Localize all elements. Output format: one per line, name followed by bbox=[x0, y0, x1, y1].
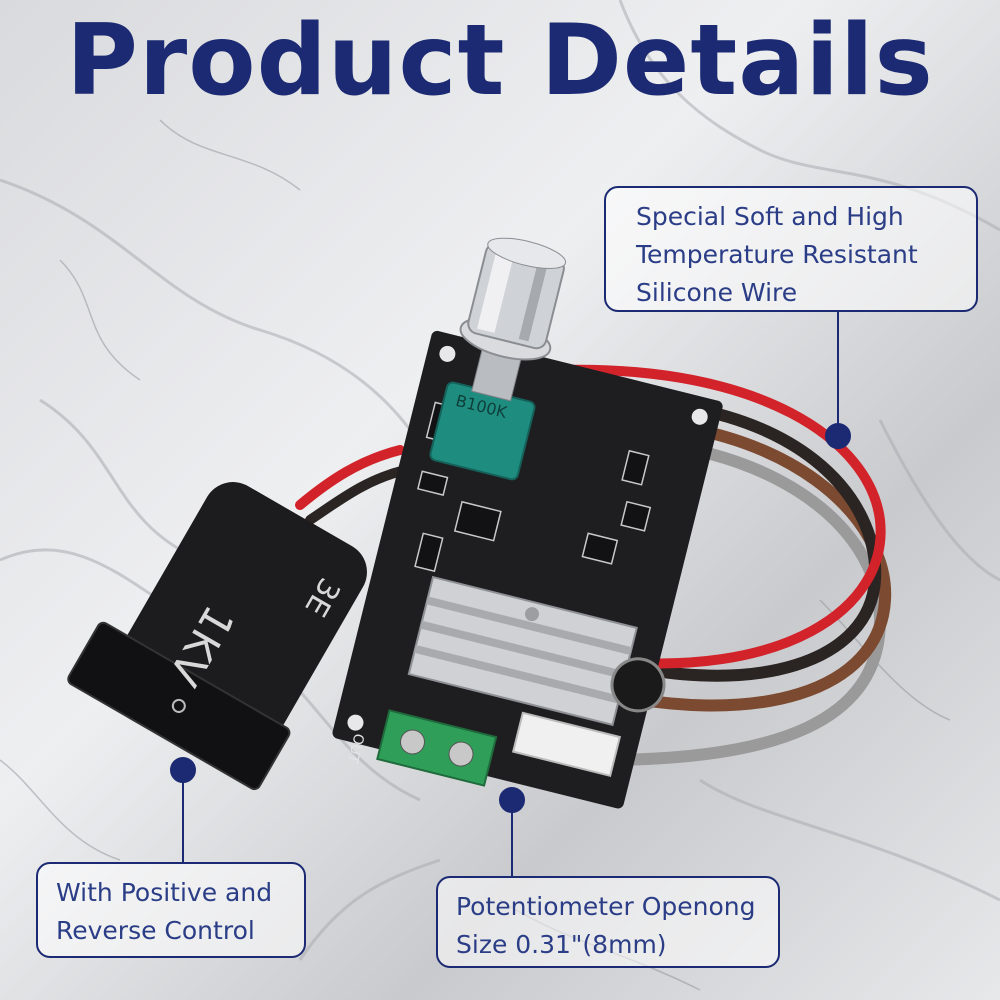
callout-line: Silicone Wire bbox=[636, 278, 798, 307]
callout-line: Size 0.31"(8mm) bbox=[456, 930, 667, 959]
callout-leaders bbox=[170, 312, 851, 876]
terminal-block bbox=[376, 709, 498, 787]
rocker-switch: 1KV 3E bbox=[67, 482, 367, 791]
heatsink bbox=[407, 575, 638, 727]
callout-positive-reverse-control: With Positive and Reverse Control bbox=[36, 862, 306, 958]
switch-wire-red bbox=[295, 445, 405, 510]
terminal-label: OUT bbox=[344, 732, 367, 765]
callout-line: Reverse Control bbox=[56, 916, 255, 945]
terminal-marker-dot bbox=[499, 787, 525, 813]
wire-red bbox=[555, 364, 886, 669]
capacitor bbox=[610, 657, 666, 713]
pcb-board: OUT bbox=[332, 330, 723, 809]
callout-line: Special Soft and High bbox=[636, 202, 904, 231]
switch-wire-black bbox=[305, 465, 410, 525]
wire-connector bbox=[511, 711, 622, 778]
callout-line: Temperature Resistant bbox=[636, 240, 918, 269]
wire-bundle bbox=[295, 364, 892, 766]
wire-marker-dot bbox=[825, 423, 851, 449]
switch-marker-dot bbox=[170, 757, 196, 783]
potentiometer: B100K bbox=[429, 237, 567, 481]
page-title: Product Details bbox=[66, 4, 934, 118]
wire-black bbox=[594, 394, 882, 682]
callout-silicone-wire: Special Soft and High Temperature Resist… bbox=[604, 186, 978, 312]
wire-brown bbox=[584, 414, 892, 712]
callout-potentiometer-size: Potentiometer Openong Size 0.31"(8mm) bbox=[436, 876, 780, 968]
callout-line: With Positive and bbox=[56, 878, 273, 907]
callout-line: Potentiometer Openong bbox=[456, 892, 756, 921]
